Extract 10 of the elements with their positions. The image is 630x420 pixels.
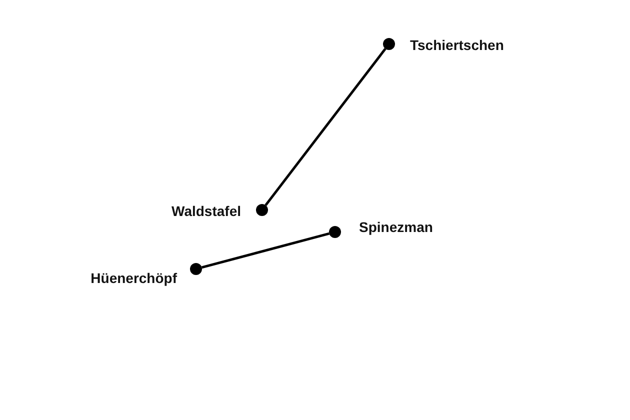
connector-line <box>264 48 386 206</box>
point-marker <box>329 226 341 238</box>
point-marker <box>190 263 202 275</box>
place-label: Tschiertschen <box>410 37 504 53</box>
connector-line <box>201 232 330 269</box>
place-label: Hüenerchöpf <box>90 270 177 286</box>
point-marker <box>256 204 268 216</box>
point-marker <box>383 38 395 50</box>
place-label: Spinezman <box>359 219 433 235</box>
place-label: Waldstafel <box>172 203 241 219</box>
